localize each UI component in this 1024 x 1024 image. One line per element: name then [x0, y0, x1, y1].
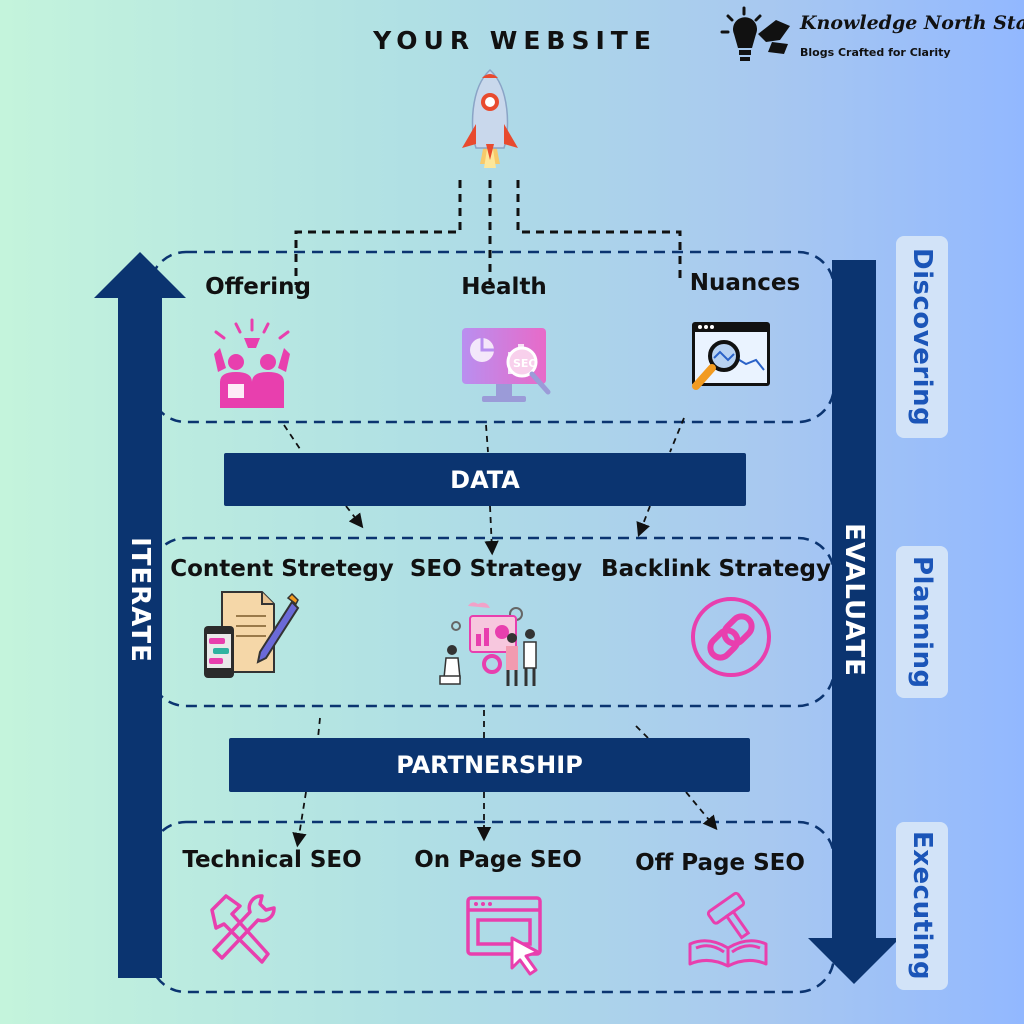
backlink-strategy-label: Backlink Strategy: [601, 556, 831, 582]
health-label: Health: [461, 274, 547, 300]
technical-seo-label: Technical SEO: [182, 847, 362, 873]
chain-link-icon: [688, 594, 774, 684]
gavel-book-icon: [686, 886, 770, 974]
offering-label: Offering: [205, 274, 311, 300]
brand-tagline: Blogs Crafted for Clarity: [800, 46, 951, 59]
phase-executing: Executing: [896, 822, 948, 990]
browser-cursor-icon: [464, 894, 548, 986]
phase-executing-label: Executing: [907, 831, 937, 981]
iterate-arrow: [94, 252, 186, 978]
people-group-icon: [206, 318, 298, 414]
svg-text:SEO: SEO: [513, 357, 538, 370]
page-title: YOUR WEBSITE: [373, 26, 657, 55]
rocket-icon: [458, 68, 522, 184]
brand-name: Knowledge North Star: [800, 12, 1024, 34]
hammer-wrench-icon: [200, 888, 284, 976]
seo-monitor-icon: SEO: [458, 322, 556, 412]
data-band: DATA: [224, 453, 746, 506]
evaluate-arrow: [808, 260, 900, 984]
evaluate-label: EVALUATE: [839, 523, 869, 677]
brand-logo: [720, 4, 796, 74]
phase-discovering-label: Discovering: [907, 247, 937, 427]
partnership-band: PARTNERSHIP: [229, 738, 750, 792]
content-strategy-label: Content Stretegy: [170, 556, 394, 582]
phase-planning: Planning: [896, 546, 948, 698]
nuances-label: Nuances: [689, 270, 801, 296]
magnifier-screen-icon: [688, 320, 774, 398]
bulb-hands-icon: [720, 6, 790, 61]
iterate-label: ITERATE: [125, 537, 155, 663]
phase-discovering: Discovering: [896, 236, 948, 438]
rocket-connectors: [294, 180, 682, 285]
off-page-seo-label: Off Page SEO: [635, 850, 805, 876]
on-page-seo-label: On Page SEO: [414, 847, 582, 873]
seo-strategy-label: SEO Strategy: [409, 556, 583, 582]
document-pen-icon: [200, 590, 300, 686]
team-analytics-icon: [438, 598, 542, 692]
phase-planning-label: Planning: [907, 555, 937, 689]
